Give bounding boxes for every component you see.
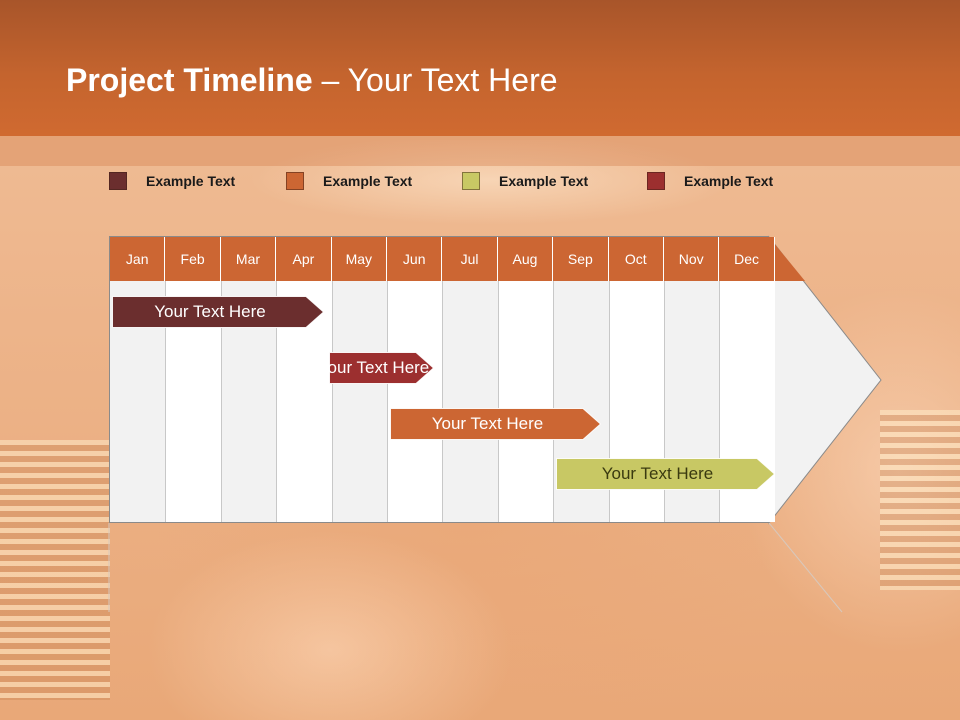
month-header-nov: Nov — [664, 237, 720, 281]
month-header-jan: Jan — [110, 237, 166, 281]
legend-item-2: Example Text — [286, 171, 412, 191]
column-divider — [664, 281, 665, 522]
bamboo-mat-right — [880, 410, 960, 590]
slide-title: Project Timeline – Your Text Here — [66, 62, 558, 99]
month-header-oct: Oct — [608, 237, 664, 281]
legend-swatch-3 — [462, 172, 480, 190]
slide-title-bold: Project Timeline — [66, 62, 313, 98]
task-label-2: Your Text Here — [317, 358, 430, 377]
task-arrow-4-shape — [556, 458, 775, 490]
month-header-dec: Dec — [719, 237, 775, 281]
column-divider — [442, 281, 444, 522]
task-arrow-3-shape — [390, 408, 601, 440]
month-column-may — [331, 281, 387, 522]
task-arrow-4[interactable]: Your Text Here — [556, 458, 775, 490]
task-arrow-1-shape — [112, 296, 324, 328]
month-column-jul — [442, 281, 498, 522]
legend-item-1: Example Text — [109, 171, 235, 191]
legend-label-2: Example Text — [323, 173, 413, 189]
column-divider — [331, 281, 333, 522]
month-header-jun: Jun — [387, 237, 443, 281]
column-divider — [387, 281, 388, 522]
task-label-3: Your Text Here — [431, 414, 544, 433]
task-arrow-1[interactable]: Your Text Here — [112, 296, 324, 328]
legend-item-3: Example Text — [462, 171, 588, 191]
month-header-aug: Aug — [497, 237, 554, 281]
legend-swatch-2 — [286, 172, 304, 190]
month-header-may: May — [331, 237, 387, 281]
slide-title-rest: – Your Text Here — [312, 62, 558, 98]
legend-label-4: Example Text — [684, 173, 774, 189]
task-arrow-2[interactable]: Your Text Here — [318, 352, 434, 384]
title-bar — [0, 0, 960, 136]
bamboo-mat-left — [0, 440, 110, 700]
month-header-sep: Sep — [553, 237, 609, 281]
month-header-mar: Mar — [220, 237, 277, 281]
task-label-1: Your Text Here — [154, 302, 266, 321]
column-divider — [276, 281, 278, 522]
legend-swatch-4 — [647, 172, 665, 190]
month-header-jul: Jul — [442, 237, 498, 281]
month-header-feb: Feb — [165, 237, 221, 281]
column-divider — [608, 281, 610, 522]
legend-label-1: Example Text — [146, 173, 236, 189]
column-divider — [165, 281, 167, 522]
title-bar-shadow-band — [0, 136, 960, 166]
column-divider — [719, 281, 721, 522]
task-label-4: Your Text Here — [601, 464, 714, 483]
month-header-apr: Apr — [276, 237, 332, 281]
towel-highlight — [170, 140, 790, 250]
month-column-jun — [387, 281, 443, 522]
column-divider — [553, 281, 555, 522]
column-divider — [497, 281, 499, 522]
legend-label-3: Example Text — [499, 173, 589, 189]
task-arrow-3[interactable]: Your Text Here — [390, 408, 601, 440]
task-arrow-2-shape — [329, 352, 434, 384]
column-divider — [220, 281, 222, 522]
legend-item-4: Example Text — [647, 171, 773, 191]
legend-swatch-1 — [109, 172, 127, 190]
month-column-aug — [497, 281, 554, 522]
